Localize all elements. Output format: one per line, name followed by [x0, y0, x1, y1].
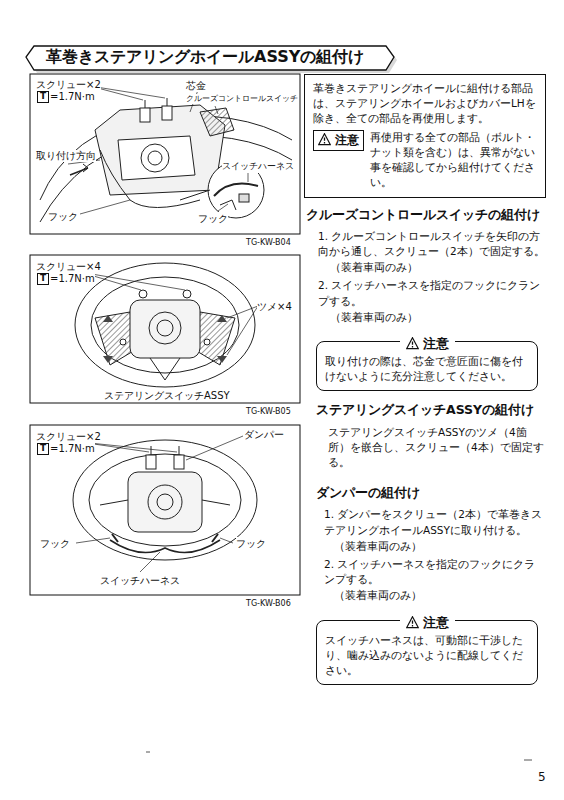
warning-icon	[406, 337, 419, 350]
torque-value: =1.7N·m	[50, 90, 95, 103]
caution-heading-text: 注意	[423, 615, 449, 630]
body-text: 2. スイッチハーネスを指定のフックにクランプする。	[318, 278, 546, 308]
caution-heading-patch: 注意	[400, 615, 455, 630]
part-label: スイッチハーネス	[100, 574, 180, 587]
body-text: 2. スイッチハーネスを指定のフックにクランプする。	[324, 557, 546, 587]
caution-row: 注意再使用する全ての部品（ボルト・ナット類を含む）は、異常がない事を確認してから…	[313, 130, 537, 191]
caution-box: 注意スイッチハーネスは、可動部に干渉したり、噛み込みのないように配線してください…	[316, 620, 538, 686]
caution-heading: 注意	[313, 130, 364, 151]
caution-heading-text: 注意	[335, 133, 359, 147]
caution-text: スイッチハーネスは、可動部に干渉したり、噛み込みのないように配線してください。	[325, 633, 529, 679]
part-label: ステアリングスイッチASSY	[104, 389, 230, 402]
page-title: 革巻きステアリングホイールASSYの組付け	[46, 47, 364, 68]
body-text: （装着車両のみ）	[330, 310, 418, 325]
part-label: ダンパー	[244, 428, 284, 441]
caution-text: 再使用する全ての部品（ボルト・ナット類を含む）は、異常がない事を確認してから組付…	[370, 130, 537, 191]
warning-icon	[318, 133, 331, 146]
body-text: ダンパーの組付け	[316, 484, 420, 502]
body-text: （装着車両のみ）	[330, 260, 418, 275]
torque-value: =1.7N·m	[50, 442, 95, 455]
caution-heading-patch: 注意	[400, 336, 455, 351]
caution-box: 注意取り付けの際は、芯金で意匠面に傷を付けないように充分注意してください。	[316, 341, 538, 391]
part-label: フック	[40, 537, 70, 550]
part-label: フック	[48, 210, 78, 223]
caution-text: 取り付けの際は、芯金で意匠面に傷を付けないように充分注意してください。	[325, 354, 529, 384]
caution-heading: 注意	[317, 612, 537, 632]
torque-icon: T	[37, 273, 49, 285]
part-label: スイッチハーネス	[222, 161, 294, 173]
body-text: ステアリングスイッチASSYの組付け	[316, 401, 534, 419]
figure-id: TG-KW-B04	[246, 238, 291, 248]
figure-id: TG-KW-B05	[246, 407, 291, 417]
figure-id: TG-KW-B06	[246, 599, 291, 609]
caution-heading-text: 注意	[423, 336, 449, 351]
body-text: （装着車両のみ）	[334, 588, 422, 603]
caution-heading: 注意	[317, 333, 537, 353]
part-label: クルーズコントロールスイッチ	[186, 94, 298, 104]
warning-icon	[406, 616, 419, 629]
part-label: フック	[198, 212, 228, 225]
page-number: 5	[538, 770, 546, 786]
note-text: 革巻きステアリングホイールに組付ける部品は、ステアリングホイールおよびカバーLH…	[313, 81, 537, 127]
callout-label: ツメ×4	[257, 300, 292, 313]
body-text: 1. クルーズコントロールスイッチを矢印の方向から通し、スクリュー（2本）で固定…	[318, 229, 546, 259]
torque-icon: T	[37, 91, 49, 103]
part-label: 芯金	[186, 79, 206, 92]
note-box: 革巻きステアリングホイールに組付ける部品は、ステアリングホイールおよびカバーLH…	[304, 74, 546, 198]
body-text: 1. ダンパーをスクリュー（2本）で革巻きステアリングホイールASSYに取り付け…	[324, 507, 546, 537]
body-text: クルーズコントロールスイッチの組付け	[306, 206, 540, 224]
direction-label: 取り付け方向	[36, 150, 96, 162]
torque-icon: T	[37, 443, 49, 455]
body-text: ステアリングスイッチASSYのツメ（4箇所）を嵌合し、スクリュー（4本）で固定す…	[328, 425, 544, 471]
torque-value: =1.7N·m	[50, 272, 95, 285]
body-text: （装着車両のみ）	[334, 539, 422, 554]
part-label: フック	[236, 537, 266, 550]
